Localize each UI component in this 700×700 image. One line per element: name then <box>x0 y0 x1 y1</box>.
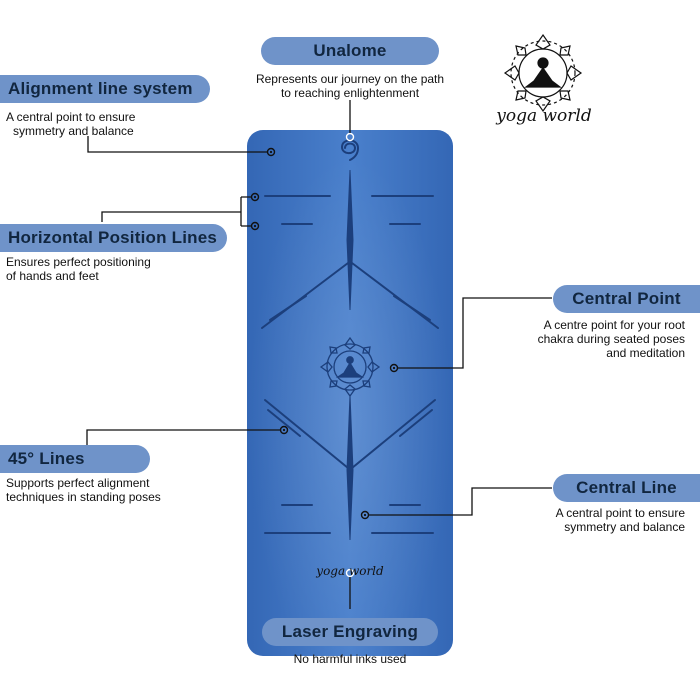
marker-horizontal-1 <box>250 192 260 202</box>
marker-45-lines <box>279 425 289 435</box>
unalome-spiral-icon <box>340 139 360 161</box>
logo-text: yoga world <box>496 106 592 126</box>
diagonal-line <box>393 295 431 321</box>
horizontal-desc: Ensures perfect positioning of hands and… <box>6 255 151 283</box>
connector-horizontal <box>101 196 251 227</box>
central-line-title: Central Line <box>576 478 677 497</box>
diagonal-line <box>269 295 307 321</box>
unalome-title: Unalome <box>313 41 387 60</box>
horizontal-label-pill: Horizontal Position Lines <box>0 224 227 252</box>
mandala-meditation-logo-icon <box>503 33 583 113</box>
mandala-meditation-emblem-icon <box>319 336 381 398</box>
unalome-label-pill: Unalome <box>261 37 439 65</box>
marker-points <box>250 132 399 578</box>
central-line-desc: A central point to ensure symmetry and b… <box>555 506 685 534</box>
lines45-desc: Supports perfect alignment techniques in… <box>6 476 161 504</box>
horizontal-title: Horizontal Position Lines <box>8 228 218 247</box>
central-line-bottom <box>346 394 354 541</box>
lines45-label-pill: 45° Lines <box>0 445 150 473</box>
mat-brand-text: yoga world <box>316 564 384 578</box>
central-point-label-pill: Central Point <box>553 285 700 313</box>
alignment-title: Alignment line system <box>8 79 193 98</box>
diagonal-line <box>351 399 436 469</box>
unalome-desc: Represents our journey on the path to re… <box>255 72 445 100</box>
central-point-title: Central Point <box>572 289 681 308</box>
marker-alignment <box>266 147 276 157</box>
alignment-desc: A central point to ensure symmetry and b… <box>6 110 136 138</box>
marker-horizontal-2 <box>250 221 260 231</box>
central-line-top <box>346 169 354 311</box>
marker-central-line <box>360 510 370 520</box>
mat-glow <box>247 130 453 656</box>
connector-central-point <box>398 297 552 369</box>
alignment-label-pill: Alignment line system <box>0 75 210 103</box>
laser-title: Laser Engraving <box>281 622 419 641</box>
laser-desc: No harmful inks used <box>293 652 407 666</box>
connector-alignment <box>87 136 267 153</box>
diagonal-line <box>264 399 349 469</box>
marker-unalome <box>345 132 355 142</box>
diagonal-line <box>267 409 301 437</box>
connector-central-line <box>369 487 552 516</box>
diagonal-line <box>399 409 433 437</box>
mat-engravings <box>261 139 439 541</box>
central-line-label-pill: Central Line <box>553 474 700 502</box>
laser-label-pill: Laser Engraving <box>262 618 438 646</box>
marker-laser <box>345 568 355 578</box>
central-point-desc: A centre point for your root chakra duri… <box>537 318 685 360</box>
connector-lines <box>86 100 552 609</box>
marker-central-point <box>389 363 399 373</box>
connector-45-lines <box>86 429 280 445</box>
lines45-title: 45° Lines <box>8 449 85 468</box>
